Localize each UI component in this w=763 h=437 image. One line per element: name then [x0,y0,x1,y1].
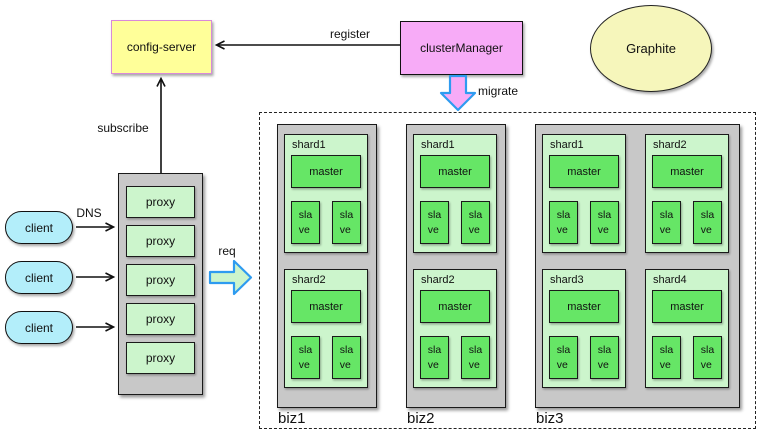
shard-label: shard1 [292,139,326,151]
shard-card: shard2 master sla ve sla ve [413,269,497,388]
biz1-group: shard1 master sla ve sla ve shard2 maste… [277,124,377,427]
slave-node: sla ve [332,336,361,379]
dns-label: DNS [76,206,102,220]
biz3-container: shard1 master sla ve sla ve shard2 maste… [535,124,740,408]
cluster-manager-node: clusterManager [400,21,523,75]
shard-card: shard4 master sla ve sla ve [645,269,729,388]
migrate-block-arrow [439,74,477,112]
master-node: master [291,155,361,188]
master-node: master [549,155,619,188]
master-node: master [291,290,361,323]
slave-node: sla ve [652,201,681,244]
migrate-label: migrate [478,84,519,98]
proxy-node: proxy [126,303,195,335]
subscribe-label: subscribe [97,121,149,135]
master-node: master [420,290,490,323]
shard-card: shard2 master sla ve sla ve [284,269,368,388]
proxy-stack-container: proxy proxy proxy proxy proxy [118,173,203,395]
shard-card: shard1 master sla ve sla ve [542,134,626,253]
shard-label: shard3 [550,274,584,286]
client-node: client [5,211,73,244]
slave-node: sla ve [461,201,490,244]
biz1-label: biz1 [278,410,306,427]
biz2-shard-grid: shard1 master sla ve sla ve shard2 maste… [407,125,505,407]
shard-card: shard2 master sla ve sla ve [645,134,729,253]
master-node: master [420,155,490,188]
slave-node: sla ve [590,336,619,379]
slave-node: sla ve [291,201,320,244]
shard-label: shard2 [292,274,326,286]
shard-label: shard1 [421,139,455,151]
biz2-container: shard1 master sla ve sla ve shard2 maste… [406,124,506,408]
req-label: req [218,244,236,258]
slave-node: sla ve [420,336,449,379]
slave-node: sla ve [693,201,722,244]
biz2-label: biz2 [407,410,435,427]
register-label: register [329,27,370,41]
master-node: master [652,290,722,323]
graphite-node: Graphite [590,5,712,92]
biz3-label: biz3 [536,410,564,427]
shard-card: shard3 master sla ve sla ve [542,269,626,388]
slave-node: sla ve [291,336,320,379]
biz2-group: shard1 master sla ve sla ve shard2 maste… [406,124,506,427]
shard-label: shard2 [653,139,687,151]
proxy-node: proxy [126,225,195,257]
slave-node: sla ve [461,336,490,379]
slave-node: sla ve [549,336,578,379]
slave-node: sla ve [549,201,578,244]
req-block-arrow [208,259,253,296]
master-node: master [652,155,722,188]
shard-label: shard2 [421,274,455,286]
proxy-node: proxy [126,186,195,218]
slave-node: sla ve [420,201,449,244]
proxy-node: proxy [126,342,195,374]
shard-label: shard4 [653,274,687,286]
biz1-container: shard1 master sla ve sla ve shard2 maste… [277,124,377,408]
shard-card: shard1 master sla ve sla ve [413,134,497,253]
biz1-shard-grid: shard1 master sla ve sla ve shard2 maste… [278,125,376,407]
shard-label: shard1 [550,139,584,151]
cluster-dashed-boundary [259,112,756,429]
slave-node: sla ve [693,336,722,379]
client-node: client [5,261,73,294]
config-server-node: config-server [111,20,212,74]
slave-node: sla ve [332,201,361,244]
slave-node: sla ve [590,201,619,244]
biz3-shard-grid: shard1 master sla ve sla ve shard2 maste… [536,125,739,407]
slave-node: sla ve [652,336,681,379]
client-node: client [5,311,73,344]
master-node: master [549,290,619,323]
proxy-node: proxy [126,264,195,296]
shard-card: shard1 master sla ve sla ve [284,134,368,253]
biz3-group: shard1 master sla ve sla ve shard2 maste… [535,124,740,427]
